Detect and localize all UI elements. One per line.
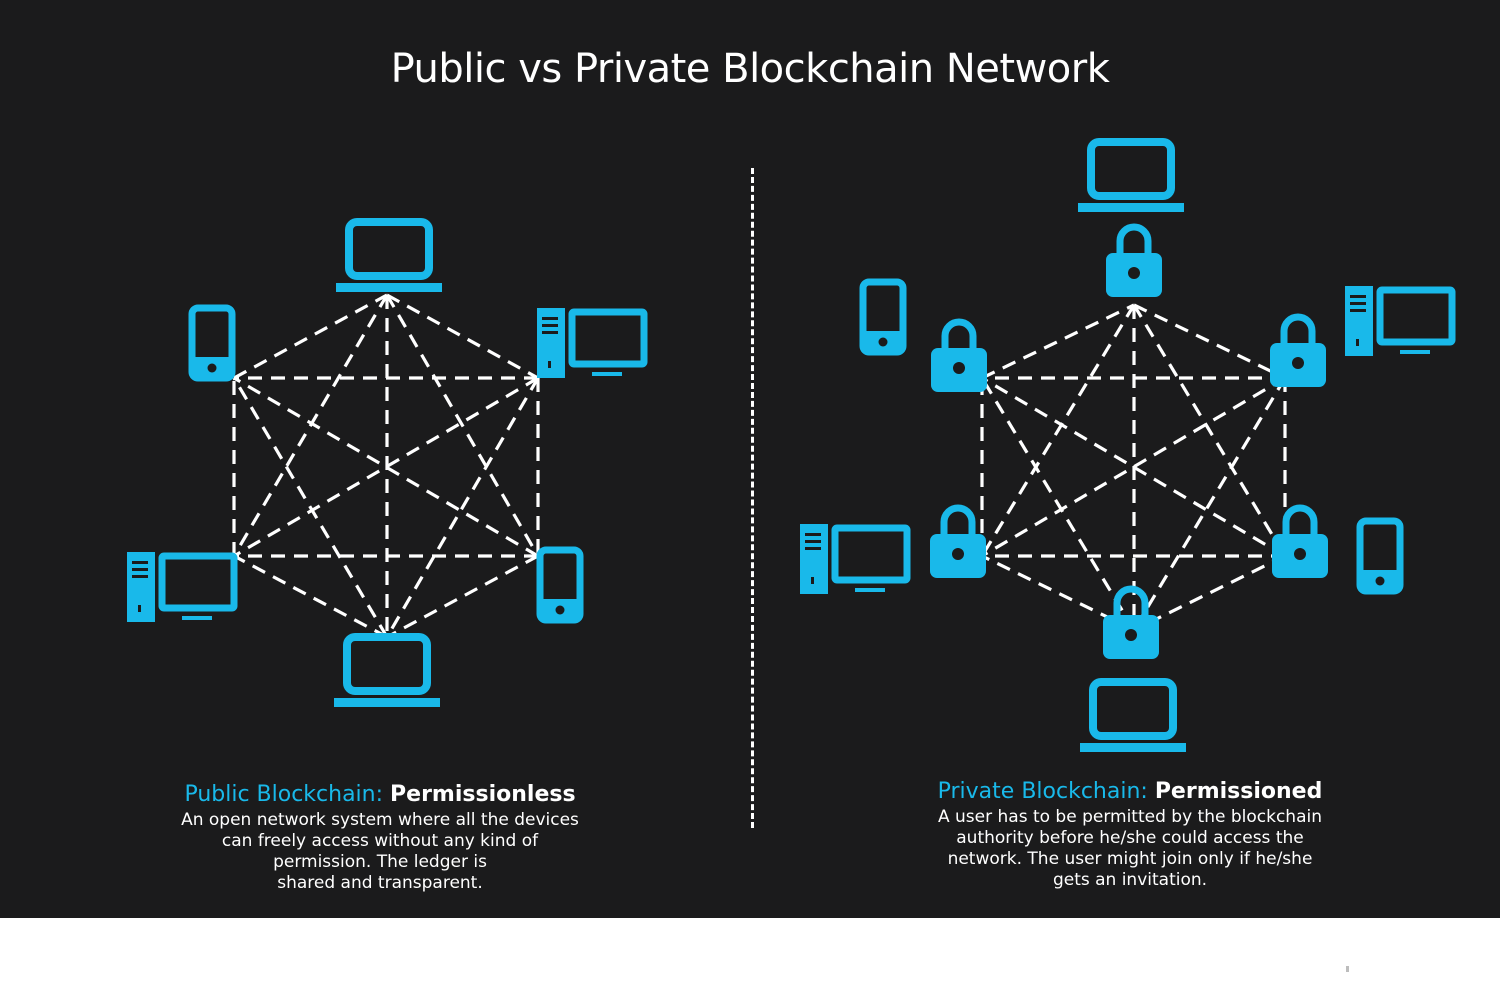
lock-icon xyxy=(1270,317,1326,387)
private-smartphone-left-icon xyxy=(863,282,903,352)
lock-icon xyxy=(1106,227,1162,297)
private-connections xyxy=(980,303,1287,632)
private-desktop-right-icon xyxy=(1345,286,1452,356)
lock-icon xyxy=(930,508,986,578)
public-desktop-left-icon xyxy=(127,552,234,622)
infographic-canvas: Public vs Private Blockchain Network xyxy=(0,0,1500,918)
public-connections xyxy=(232,293,540,639)
private-caption: Private Blockchain: Permissioned A user … xyxy=(900,779,1360,891)
private-heading: Private Blockchain: Permissioned xyxy=(900,779,1360,805)
private-heading-strong: Permissioned xyxy=(1154,779,1323,804)
lock-icon xyxy=(1272,508,1328,578)
stray-mark xyxy=(1346,966,1349,972)
public-heading-strong: Permissionless xyxy=(390,782,576,807)
private-description: A user has to be permitted by the blockc… xyxy=(937,807,1322,890)
public-smartphone-right-icon xyxy=(540,550,580,620)
public-smartphone-left-icon xyxy=(192,308,232,378)
private-heading-accent: Private Blockchain: xyxy=(937,779,1148,804)
page-title: Public vs Private Blockchain Network xyxy=(390,46,1110,92)
private-desktop-left-icon xyxy=(800,524,907,594)
public-caption: Public Blockchain: Permissionless An ope… xyxy=(150,782,610,894)
network-diagrams xyxy=(0,0,1500,918)
public-description: An open network system where all the dev… xyxy=(181,810,579,893)
public-laptop-bottom-icon xyxy=(334,637,440,707)
center-divider xyxy=(751,168,754,828)
private-network xyxy=(800,142,1452,752)
private-smartphone-right-icon xyxy=(1360,521,1400,591)
lock-icon xyxy=(931,322,987,392)
public-laptop-top-icon xyxy=(336,222,442,292)
private-laptop-top-icon xyxy=(1078,142,1184,212)
public-heading: Public Blockchain: Permissionless xyxy=(150,782,610,808)
private-laptop-bottom-icon xyxy=(1080,682,1186,752)
public-network xyxy=(127,222,644,707)
public-heading-accent: Public Blockchain: xyxy=(184,782,384,807)
public-desktop-right-icon xyxy=(537,308,644,378)
